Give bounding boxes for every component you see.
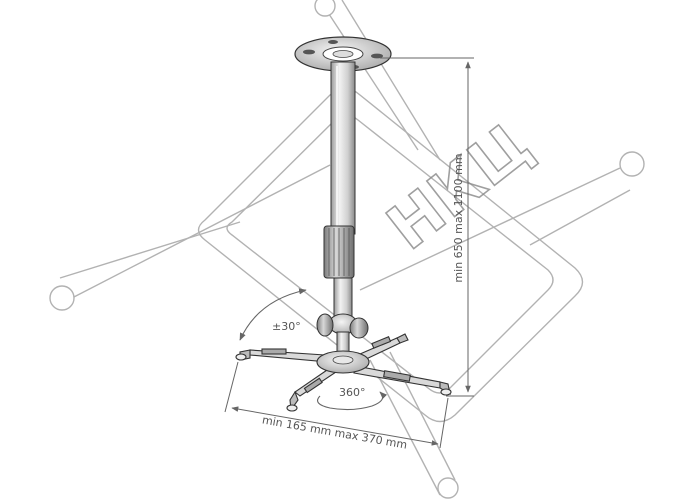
rotation-label: 360°: [339, 386, 366, 399]
bracket-arms: [235, 333, 452, 412]
height-range-label: min 650 max 1100 mm: [452, 153, 465, 282]
height-dimension: [380, 57, 474, 397]
tilt-label: ±30°: [272, 320, 301, 333]
tilt-joint: [316, 313, 369, 353]
tilt-arrow-icon: [239, 288, 307, 341]
rotation-arrow-icon: [317, 391, 388, 411]
upper-pole: [330, 61, 356, 235]
width-dimension: [224, 361, 449, 449]
width-range-label: min 165 mm max 370 mm: [261, 413, 408, 451]
adjustment-grip: [323, 225, 355, 279]
center-hub: [316, 350, 370, 374]
